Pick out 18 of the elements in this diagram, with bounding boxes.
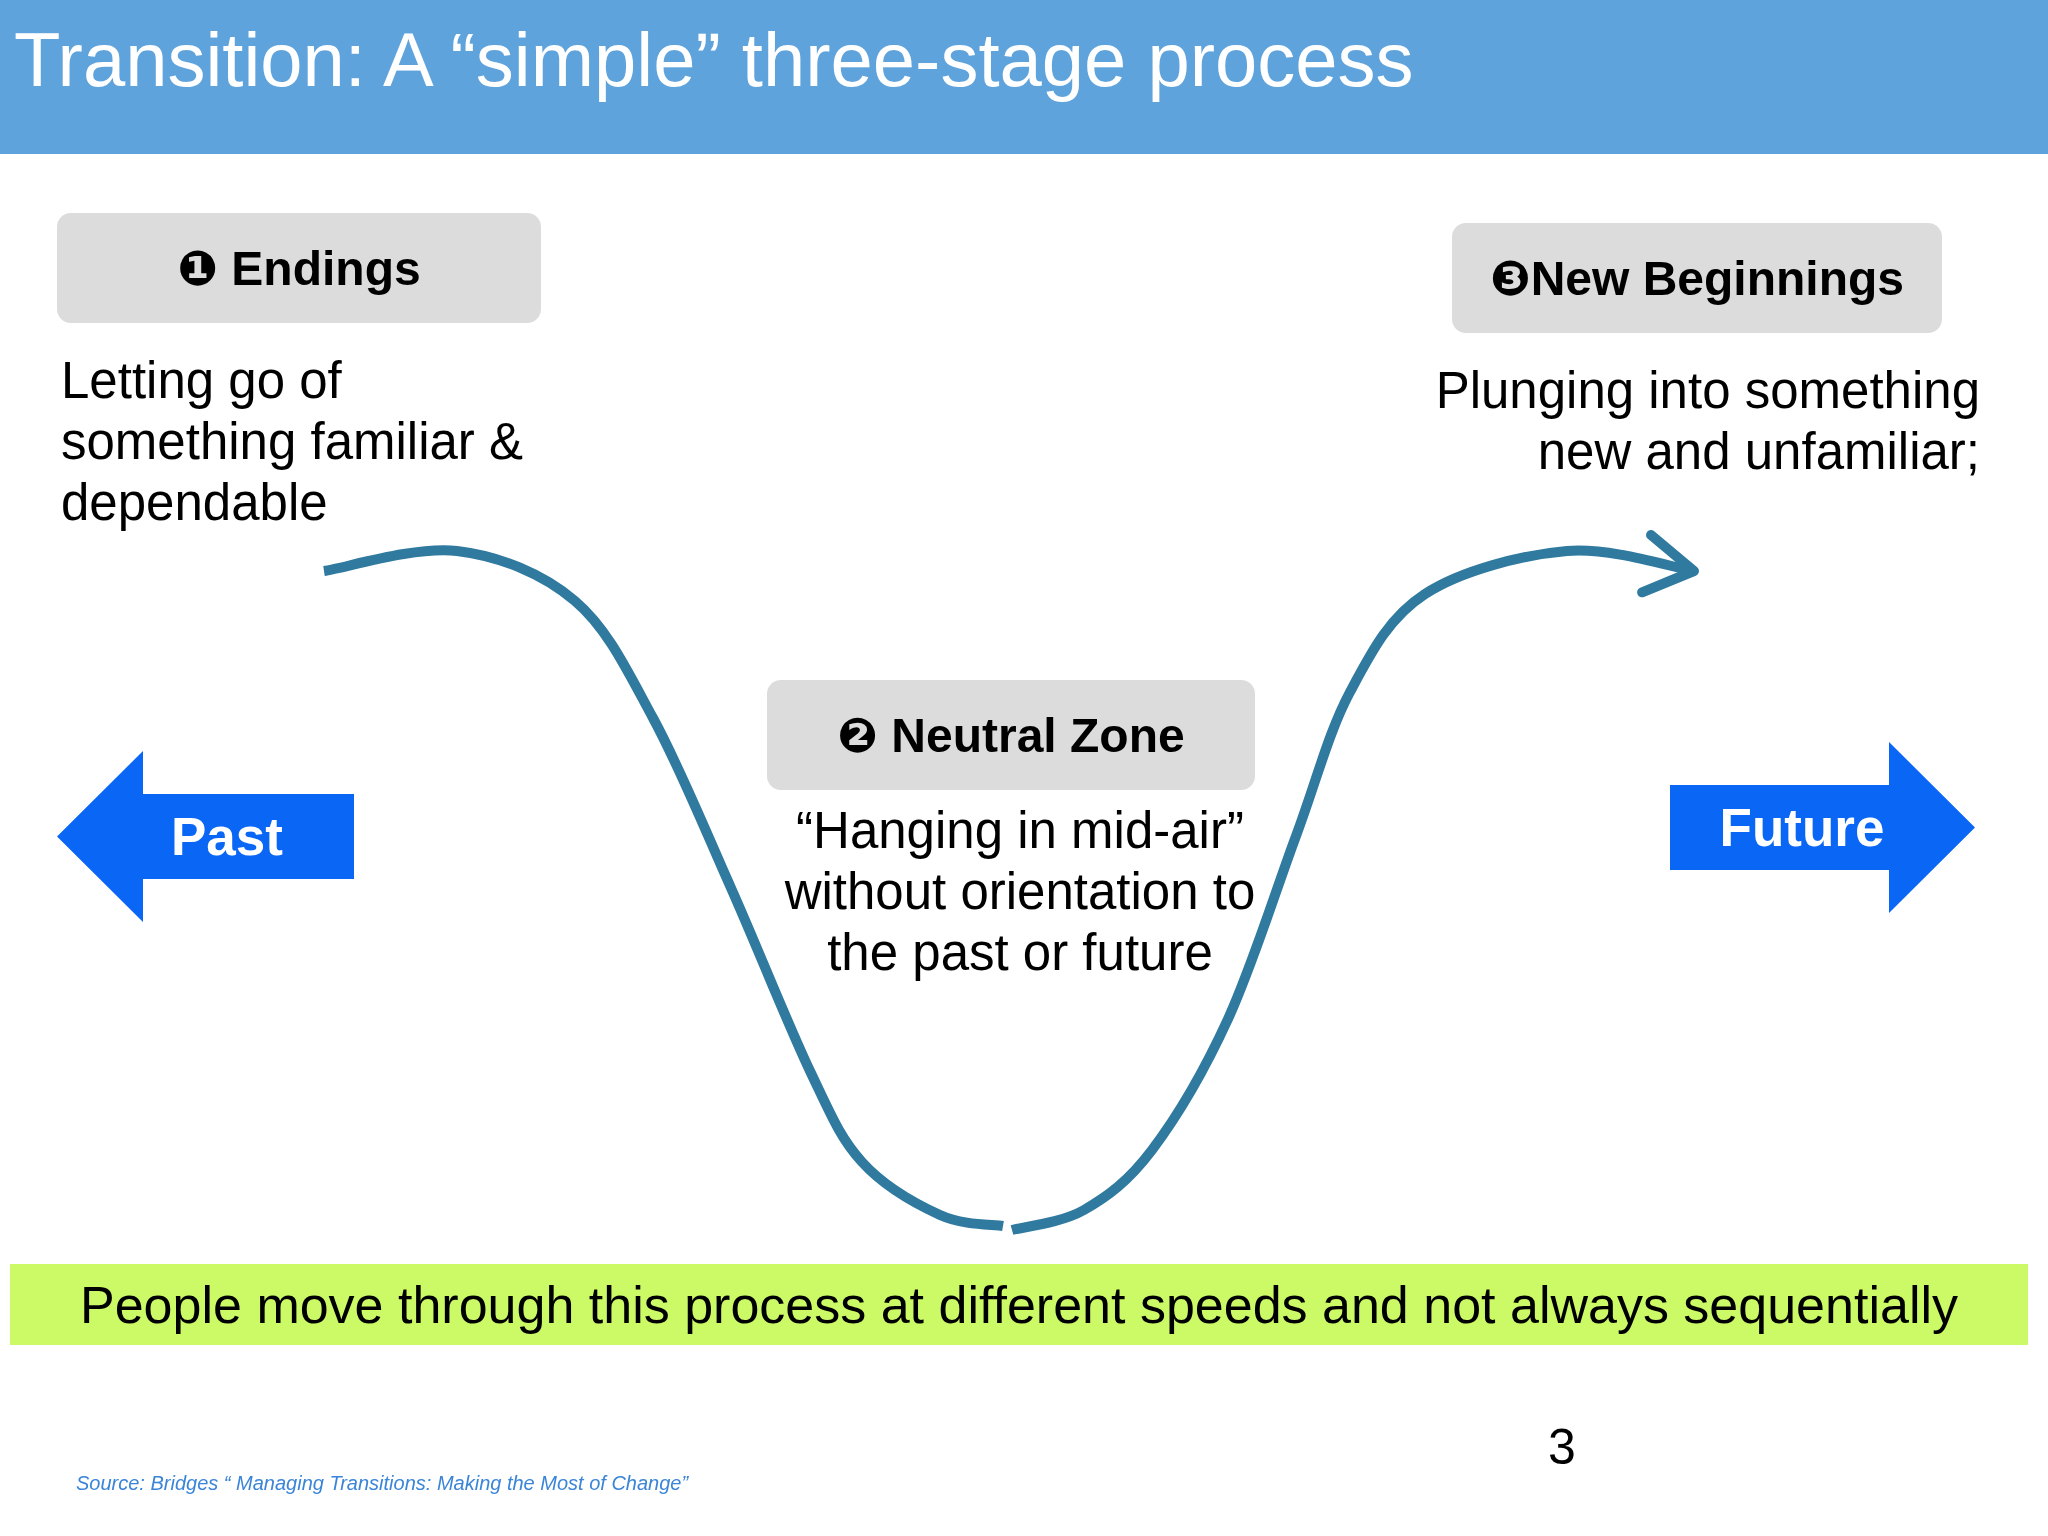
stage-description: Plunging into something new and unfamiliar; — [1434, 361, 1980, 482]
page-number: 3 — [1548, 1418, 1576, 1476]
stage-description: “Hanging in mid-air” without orientation to the past or future — [783, 801, 1257, 983]
right-block-arrow — [1670, 742, 1975, 913]
stage-heading-box — [57, 213, 541, 323]
stage-heading: ❶ Endings — [177, 241, 421, 296]
arrow-label: Future — [1719, 797, 1885, 858]
banner-text: People move through this process at different speeds and not always sequentially — [80, 1274, 1958, 1335]
source-note: Source: Bridges “ Managing Transitions: Making the Most of Change” — [76, 1472, 689, 1495]
slide-title: Transition: A “simple” three-stage process — [14, 16, 1414, 103]
stage-heading: ❷ Neutral Zone — [837, 708, 1185, 763]
arrow-label: Past — [171, 806, 283, 867]
stage-heading-box — [1452, 223, 1942, 333]
stage-description: Letting go of something familiar & dependable — [61, 351, 524, 533]
stage-heading-box — [767, 680, 1255, 790]
stage-heading: ❸New Beginnings — [1490, 251, 1904, 306]
left-block-arrow — [57, 751, 354, 922]
highlight-banner — [10, 1264, 2028, 1345]
